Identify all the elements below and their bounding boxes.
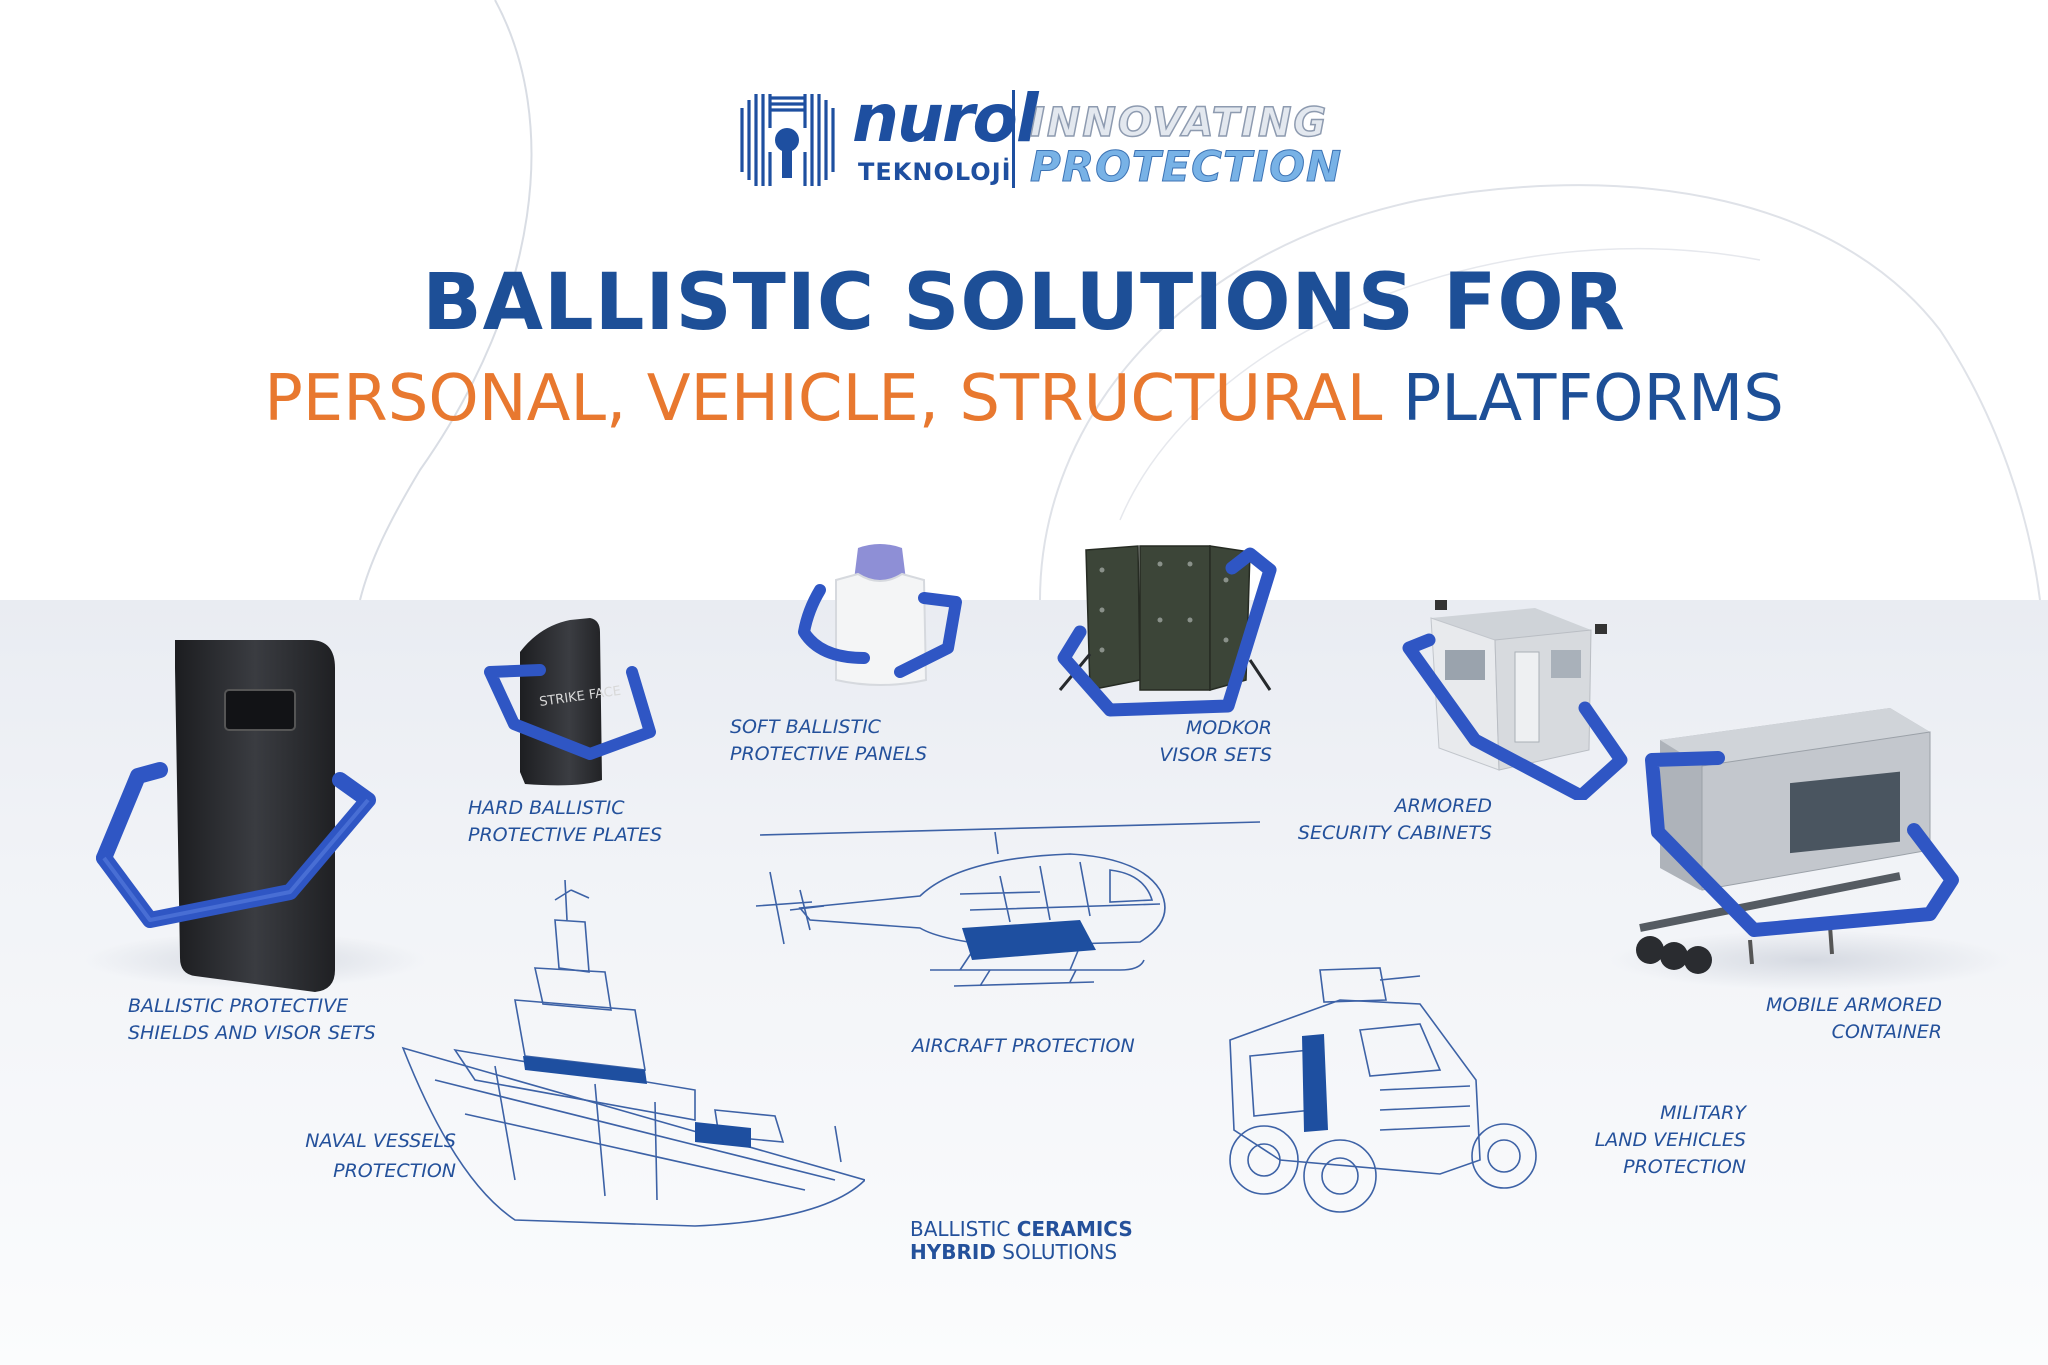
label-cabinets-line: SECURITY CABINETS — [1297, 822, 1492, 844]
label-soft-line: SOFT BALLISTIC — [730, 716, 881, 738]
label-shields-line: SHIELDS AND VISOR SETS — [128, 1022, 376, 1044]
subtitle-highlight: PERSONAL, VEHICLE, STRUCTURAL — [264, 362, 1383, 436]
label-cabinets-line: ARMORED — [1394, 795, 1492, 817]
label-plates-line: HARD BALLISTIC — [468, 797, 625, 819]
ceramics-line-1: BALLISTIC CERAMICS — [910, 1218, 1133, 1241]
plate-icon: STRIKE FACE — [484, 618, 656, 786]
label-plates-line: PROTECTIVE PLATES — [468, 824, 663, 846]
tagline-bottom: PROTECTION — [1029, 142, 1343, 192]
label-land-line: MILITARY — [1660, 1102, 1746, 1124]
label-soft-panels: SOFT BALLISTIC PROTECTIVE PANELS — [730, 714, 927, 768]
brand-subname: TEKNOLOJİ — [858, 158, 1012, 186]
hybrid-regular: SOLUTIONS — [995, 1240, 1118, 1264]
ship-icon — [401, 880, 865, 1227]
helicopter-icon — [755, 821, 1261, 987]
label-hard-plates: HARD BALLISTIC PROTECTIVE PLATES — [468, 795, 662, 849]
label-land-vehicles: MILITARY LAND VEHICLES PROTECTION — [1560, 1100, 1746, 1181]
container-trailer-icon — [1636, 708, 1959, 974]
label-modkor-line: MODKOR — [1185, 717, 1272, 739]
ceramics-line-2: HYBRID SOLUTIONS — [910, 1241, 1133, 1264]
ceramics-bold: CERAMICS — [1016, 1217, 1133, 1241]
modkor-panel-icon — [1057, 545, 1277, 717]
label-aircraft-line: AIRCRAFT PROTECTION — [912, 1035, 1135, 1057]
logo-divider — [1012, 90, 1015, 188]
label-naval-line: PROTECTION — [333, 1160, 456, 1182]
label-container-line: CONTAINER — [1831, 1021, 1942, 1043]
brand-name: nurol — [852, 80, 1038, 157]
label-cabinets: ARMORED SECURITY CABINETS — [1260, 793, 1492, 847]
label-land-line: LAND VEHICLES — [1594, 1129, 1746, 1151]
nurol-logo-icon — [740, 94, 835, 186]
label-modkor: MODKOR VISOR SETS — [1080, 715, 1272, 769]
label-modkor-line: VISOR SETS — [1159, 744, 1272, 766]
page-subtitle: PERSONAL, VEHICLE, STRUCTURAL PLATFORMS — [0, 362, 2048, 436]
label-land-line: PROTECTION — [1623, 1156, 1746, 1178]
ceramics-caption: BALLISTIC CERAMICS HYBRID SOLUTIONS — [910, 1218, 1133, 1264]
tagline-top: INNOVATING — [1029, 99, 1329, 147]
label-naval-line: NAVAL VESSELS — [305, 1130, 456, 1152]
vest-icon — [798, 544, 962, 686]
label-soft-line: PROTECTIVE PANELS — [730, 743, 928, 765]
label-container-line: MOBILE ARMORED — [1765, 994, 1942, 1016]
label-shields-line: BALLISTIC PROTECTIVE — [128, 995, 349, 1017]
label-naval: NAVAL VESSELS PROTECTION — [256, 1126, 456, 1186]
cabin-icon — [1402, 600, 1628, 800]
hybrid-bold: HYBRID — [910, 1240, 996, 1264]
ceramics-regular: BALLISTIC — [910, 1217, 1017, 1241]
label-aircraft: AIRCRAFT PROTECTION — [912, 1033, 1135, 1060]
label-shields: BALLISTIC PROTECTIVE SHIELDS AND VISOR S… — [128, 993, 376, 1047]
subtitle-end: PLATFORMS — [1402, 362, 1784, 436]
shield-icon — [96, 640, 376, 992]
armored-vehicle-icon — [1229, 967, 1537, 1213]
label-container: MOBILE ARMORED CONTAINER — [1700, 992, 1942, 1046]
page-title: BALLISTIC SOLUTIONS FOR — [422, 258, 1626, 348]
